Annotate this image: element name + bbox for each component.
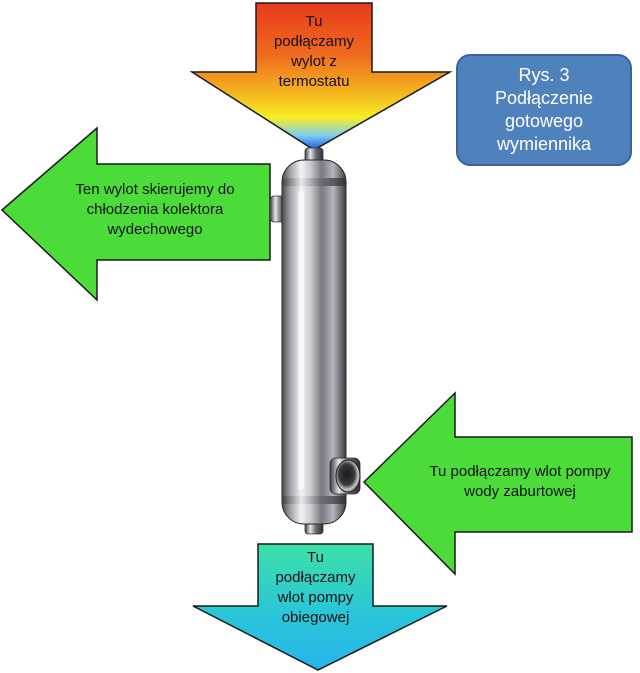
bottom-label-line: Tu (307, 549, 324, 566)
left-label-line: wydechowego (107, 221, 203, 238)
right-arrow-label: Tu podłączamy wlot pompy wody zaburtowej (402, 462, 638, 502)
inlet-port (329, 457, 361, 495)
left-label-line: Ten wylot skierujemy do (75, 181, 235, 198)
caption-box: Rys. 3 Podłączenie gotowego wymiennika (456, 54, 632, 166)
top-arrow (189, 2, 453, 151)
top-label-line: Tu (305, 13, 323, 30)
bottom-label-line: podłączamy (275, 569, 356, 586)
bottom-label-line: obiegowej (281, 609, 350, 626)
top-arrow-label: Tu podłączamy wylot z termostatu (256, 12, 372, 92)
bottom-arrow-label: Tu podłączamy wlot pompy obiegowej (258, 548, 373, 628)
right-arrow (362, 391, 633, 576)
right-label-line: Tu podłączamy wlot pompy (429, 463, 611, 480)
left-arrow-label: Ten wylot skierujemy do chłodzenia kolek… (22, 180, 288, 240)
top-label-line: wylot z (291, 53, 337, 70)
bottom-label-line: wlot pompy (277, 589, 354, 606)
top-label-line: podłączamy (273, 33, 355, 50)
left-label-line: chłodzenia kolektora (86, 201, 224, 218)
caption-text: Rys. 3 Podłączenie gotowego wymiennika (494, 65, 594, 154)
right-label-line: wody zaburtowej (464, 483, 576, 500)
heat-exchanger (269, 147, 361, 535)
bottom-arrow (192, 543, 448, 671)
top-label-line: termostatu (278, 73, 350, 90)
